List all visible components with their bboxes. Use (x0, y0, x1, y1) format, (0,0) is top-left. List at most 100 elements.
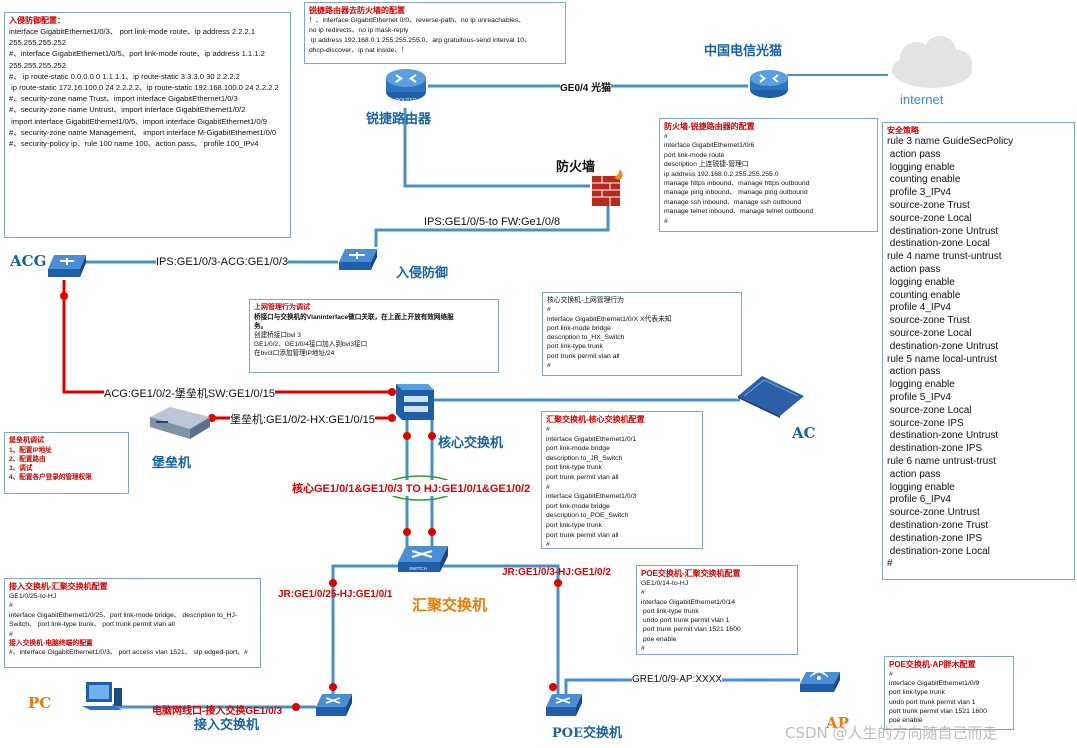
config-line: import interface GigabitEthernet1/0/5、im… (9, 116, 267, 126)
access-switch-label: 接入交换机 (194, 718, 260, 733)
policy-line: rule 5 name local-untrust (887, 353, 998, 365)
config-line: manage telnet inbound、manage telnet outb… (664, 208, 814, 216)
policy-line: logging enable (887, 481, 955, 493)
config-line: description 上连锐捷-管理口 (664, 161, 749, 169)
config-line: # (889, 671, 893, 678)
policy-line: rule 4 name trunst-untrust (887, 251, 1002, 263)
agg-switch-icon-label: SWITCH (409, 566, 427, 571)
acg-label: ACG (10, 252, 47, 270)
config-line: undo port trunk permit vlan 1 (889, 698, 976, 706)
link-label-ips-fw: IPS:GE1/0/5-to FW:Ge1/0/8 (424, 216, 561, 228)
telecom-modem-icon (750, 70, 788, 98)
policy-line: source-zone Trust (887, 315, 970, 327)
config-line: interface GigabitEthernet1/0/X X代表未知 (547, 315, 672, 323)
poe-ap-config-title: POE交换机-AP胖木配置 (889, 660, 976, 669)
policy-line: action pass (887, 468, 941, 480)
config-line: interface GigabitEthernet1/0/6 (664, 142, 755, 150)
poe-switch-icon (546, 694, 582, 716)
link-label-acg-core: ACG:GE1/0/2-堡垒机SW:GE1/0/15 (104, 385, 275, 401)
config-line: interface GigabitEthernet1/0/3、 port lin… (9, 27, 258, 48)
config-line: ip route-static 172.16.100.0 24 2.2.2.2、… (9, 83, 279, 93)
config-line: #、security-zone name Untrust、import inte… (9, 105, 246, 115)
ap-label: AP (826, 714, 849, 732)
router-icon: ROUTER (386, 69, 426, 104)
config-line: interface GigabitEthernet1/0/14 (641, 598, 736, 606)
link-router-firewall (403, 108, 590, 188)
agg-core-config-box: 汇聚交换机-核心交换机配置 # interface GigabitEtherne… (541, 411, 703, 549)
config-line: interface GigabitEthernet1/0/25、port lin… (9, 611, 238, 629)
pc-icon (82, 682, 122, 710)
bastion-debug-box: 堡垒机调试 1、配置IP地址 2、配置路由 3、调试 4、配置各户登录的管理权限 (4, 432, 129, 494)
link-label-router-telecom: GE0/4 光猫 (560, 79, 612, 94)
policy-line: logging enable (887, 379, 955, 391)
poe-config-title: POE交换机-汇聚交换机配置 (641, 569, 741, 578)
ap-icon (800, 670, 840, 692)
policy-line: destination-zone Trust (887, 519, 989, 531)
poe-config-box: POE交换机-汇聚交换机配置 GE1/0/14-to-HJ # interfac… (636, 565, 798, 655)
policy-line: destination-zone IPS (887, 443, 983, 455)
config-line: port link-type trunk (547, 343, 603, 351)
policy-lines: rule 3 name GuideSecPolicy action pass l… (887, 136, 1070, 571)
config-line: #、 ip route-static 0.0.0.0 0 1.1.1.1、ip … (9, 71, 240, 81)
config-line: port link-type trunk (546, 521, 602, 529)
config-line: 4、配置各户登录的管理权限 (9, 474, 92, 481)
config-line: #、interface GigabitEthernet1/0/5、port li… (9, 49, 267, 70)
agg-switch-icon: SWITCH (398, 546, 448, 572)
router-label: 锐捷路由器 (366, 112, 432, 127)
policy-line: # (887, 558, 893, 570)
config-line: 3、调试 (9, 465, 33, 472)
config-line: ！、interface GigabitEthernet 0/0、reverse-… (309, 17, 526, 24)
policy-line: source-zone Local (887, 212, 972, 224)
link-agg-poe (442, 564, 560, 694)
config-line: description to_JR_Switch (546, 454, 623, 462)
config-line: #、interface GigabitEthernet1/0/3、 port a… (9, 649, 248, 657)
config-line: # (547, 306, 551, 314)
config-line: 创建桥接口bvi 3 (254, 332, 301, 339)
ips-icon (339, 249, 377, 270)
cloud-icon (892, 36, 972, 88)
config-line: manage https inbound、manage https outbou… (664, 180, 810, 188)
core-online-title: 核心交换机-上网管理行为 (547, 297, 625, 304)
link-label-core-agg: 核心GE1/0/1&GE1/0/3 TO HJ:GE1/0/1&GE1/0/2 (292, 480, 531, 496)
link-label-agg-poe: JR:GE1/0/3-HJ:GE1/0/2 (502, 567, 611, 578)
config-line: # (9, 602, 13, 610)
policy-line: source-zone IPS (887, 417, 964, 429)
config-line: # (546, 541, 550, 549)
core-online-box: 核心交换机-上网管理行为 # interface GigabitEthernet… (542, 292, 742, 376)
bastion-host-label: 堡垒机 (152, 456, 192, 471)
policy-line: profile 4_IPv4 (887, 302, 951, 314)
config-line: port link-mode bridge (547, 324, 611, 332)
online-behavior-title: 上网管理行为调试 (254, 304, 310, 311)
config-line: port link-type trunk (546, 464, 602, 472)
router-fw-config-title: 锐捷路由器去防火墙的配置 (309, 6, 405, 15)
config-line: interface GigabitEthernet1/0/3 (546, 493, 637, 501)
policy-line: destination-zone Untrust (887, 225, 999, 237)
config-line: interface GigabitEthernet1/0/1 (546, 435, 637, 443)
config-line: manage ssh inbound、manage ssh outbound (664, 198, 802, 206)
poe-switch-label: POE交换机 (552, 726, 623, 741)
config-line: port link-type trunk (889, 689, 945, 697)
config-line: undo port trunk permit vlan 1 (641, 617, 730, 625)
ac-icon (738, 376, 804, 418)
bastion-debug-title: 堡垒机调试 (9, 437, 44, 444)
config-line: 1、配置IP地址 (9, 447, 52, 454)
security-policy-title: 安全策略 (887, 126, 919, 135)
link-label-agg-access: JR:GE1/0/25-HJ:GE1/0/1 (278, 589, 393, 600)
config-line: port trunk permit vlan 1521 1600 (889, 707, 987, 715)
config-line: # (547, 362, 551, 370)
policy-line: destination-zone Untrust (887, 430, 999, 442)
poe-ap-config-box: POE交换机-AP胖木配置 # interface GigabitEtherne… (884, 656, 1014, 730)
config-line: poe enable (641, 635, 677, 643)
config-line: # (641, 645, 645, 653)
config-line: description to_HX_Switch (547, 334, 625, 342)
config-line: 在bvi3口添加管理IP地址/24 (254, 350, 335, 357)
policy-line: action pass (887, 366, 941, 378)
policy-line: rule 3 name GuideSecPolicy (887, 136, 1014, 147)
config-line: port link-mode route (664, 151, 725, 159)
config-line: manage ping inbound、 manage ping outboun… (664, 189, 808, 197)
link-label-acg-ips: IPS:GE1/0/3-ACG:GE1/0/3 (156, 256, 289, 268)
config-line: #、security-zone name Trust、import interf… (9, 94, 238, 104)
link-label-bastion-core: 堡垒机:GE1/0/2-HX:GE1/0/15 (230, 411, 375, 427)
online-behavior-box: 上网管理行为调试 桥接口与交换机的Vlaninterface做口关联，在上面上开… (249, 299, 499, 373)
config-line: # (641, 589, 645, 597)
